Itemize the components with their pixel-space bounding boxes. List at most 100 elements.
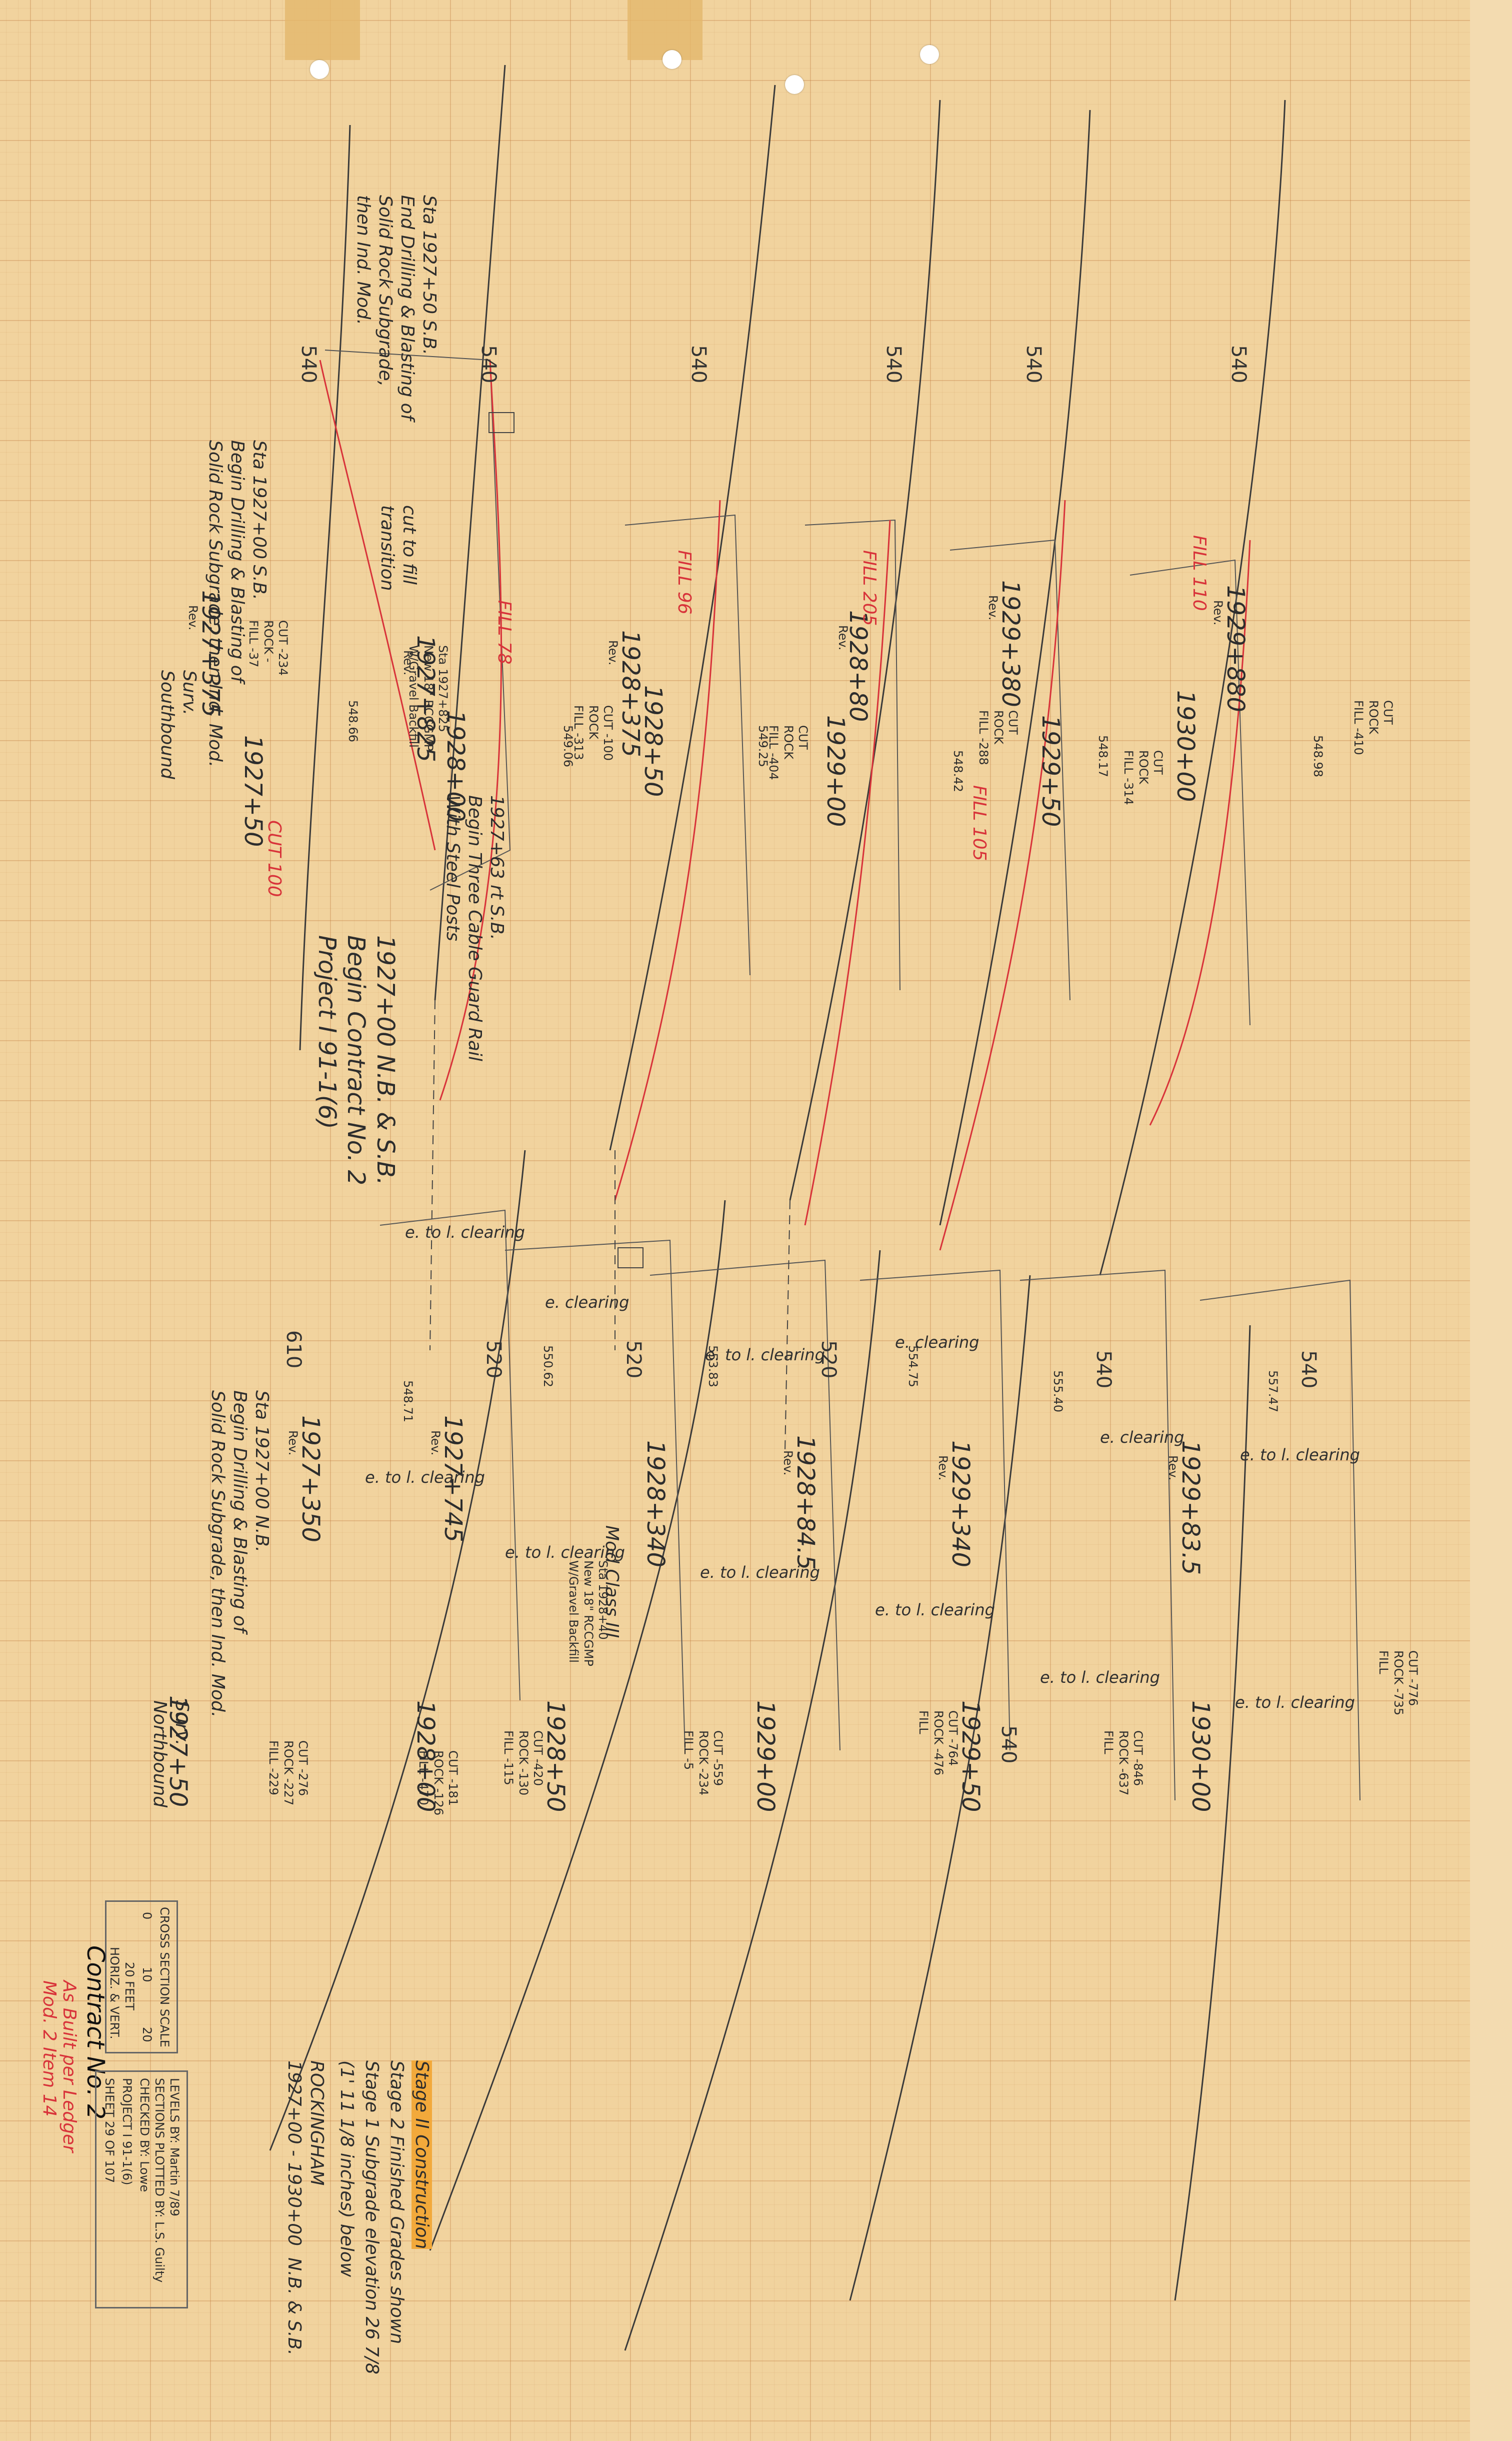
- nb-station-label: 1928+50: [542, 1700, 570, 1812]
- elevation-label-11: 540: [1297, 1350, 1320, 1389]
- sb-red-note: FILL 110: [1189, 535, 1210, 611]
- elevation-label-2: 540: [477, 345, 500, 384]
- sheet-number: SHEET 29 OF 107: [102, 2078, 116, 2183]
- sb-elevation: 548.17: [1096, 735, 1110, 777]
- nb-quantity-3: CUT -420 ROCK -130 FILL -115: [502, 1730, 545, 1796]
- nb-quantity-6: CUT -846 ROCK -637 FILL: [1102, 1730, 1145, 1796]
- nb-elevation: 548.71: [401, 1380, 415, 1422]
- nb-elevation: 555.40: [1051, 1370, 1065, 1412]
- clearing-label: e. to l. clearing: [1240, 1445, 1360, 1464]
- nb-station-sub: Rev.: [781, 1450, 795, 1476]
- nb-station-label: 1929+340: [946, 1440, 974, 1567]
- tape-strip-left: [285, 0, 360, 60]
- project-number: PROJECT I 91-1(6): [120, 2078, 134, 2185]
- sb-station-label: 1929+50: [1036, 715, 1064, 827]
- checked-by: CHECKED BY: Lowe: [138, 2078, 152, 2192]
- nb-quantity-2: CUT -181 ROCK -126 FILL -470: [416, 1750, 460, 1816]
- nb-mod-class: Mod Class III: [602, 1525, 622, 1638]
- sb-station-label: 1929+00: [822, 715, 850, 827]
- title-place: ROCKINGHAM: [306, 2060, 327, 2186]
- sb-station-label: 1930+00: [1172, 690, 1200, 802]
- elevation-label-8: 520: [482, 1340, 505, 1379]
- plotted-by: SECTIONS PLOTTED BY: L.S. Guilty: [152, 2078, 166, 2283]
- nb-station-sub: Rev.: [936, 1455, 950, 1481]
- red-margin-note-1: As Built per Ledger: [59, 1980, 80, 2153]
- sb-surv-label: Surv. Southbound: [157, 670, 200, 779]
- nb-quantity-7: CUT -776 ROCK -735 FILL: [1376, 1650, 1420, 1716]
- elevation-label-7: 540: [1092, 1350, 1115, 1389]
- sb-red-note: FILL 96: [674, 550, 694, 615]
- clearing-label: e. clearing: [895, 1333, 980, 1352]
- ground-line-sb-5: [1099, 100, 1286, 1276]
- ground-line-nb-2: [429, 1200, 726, 2251]
- ground-line-nb-3: [624, 1250, 881, 2351]
- red-margin-note-2: Mod. 2 Item 14: [39, 1980, 60, 2117]
- sb-station-label: 1928+00: [442, 710, 470, 822]
- nb-station-sub: Rev.: [286, 1430, 300, 1456]
- sb-red-note: CUT 100: [264, 820, 284, 897]
- ground-line-nb-4: [849, 1275, 1031, 2301]
- nb-begin-drilling-note: Sta 1927+00 N.B. Begin Drilling & Blasti…: [208, 1390, 272, 1718]
- nb-station-label: 1928+84.5: [792, 1435, 820, 1570]
- punch-hole-2: [662, 50, 682, 69]
- title-range: 1927+00 - 1930+00 N.B. & S.B.: [284, 2060, 304, 2355]
- sb-red-note: FILL 205: [859, 550, 880, 626]
- sb-quantity-2: CUT -100 ROCK FILL -313: [572, 705, 615, 761]
- punch-hole-4: [920, 45, 939, 64]
- sb-guard-rail-note: 1927+63 rt S.B. Begin Three Cable Guard …: [442, 795, 507, 1061]
- nb-quantity-5: CUT -764 ROCK -476 FILL: [916, 1710, 960, 1776]
- title-line-2: Stage 2 Finished Grades shown: [386, 2060, 407, 2344]
- elevation-label-9: 520: [622, 1340, 645, 1379]
- sb-end-drilling-note: Sta 1927+50 S.B. End Drilling & Blasting…: [353, 195, 440, 421]
- title-line-4: (1' 11 1/8 inches) below: [336, 2060, 357, 2277]
- title-line-1: Stage II Construction: [412, 2060, 432, 2249]
- sb-quantity-5: CUT ROCK FILL -314: [1122, 750, 1165, 805]
- elevation-label-3: 540: [687, 345, 710, 384]
- cross-section-scale-box: CROSS SECTION SCALE 0 10 20 20 FEET HORI…: [105, 1900, 178, 2053]
- nb-station-label: 1928+340: [642, 1440, 670, 1567]
- ground-line-sb-2: [609, 85, 776, 1151]
- nb-station-label: 1927+350: [296, 1415, 324, 1542]
- nb-station-label: 1929+00: [752, 1700, 780, 1812]
- nb-station-label: 1929+50: [956, 1700, 984, 1812]
- sb-quantity-4: CUT ROCK FILL -288: [976, 710, 1020, 765]
- clearing-label: e. to l. clearing: [365, 1468, 485, 1487]
- elevation-label-12: 540: [997, 1725, 1020, 1764]
- nb-elevation: 557.47: [1266, 1370, 1280, 1412]
- clearing-label: e. to l. clearing: [405, 1223, 525, 1242]
- scale-title: CROSS SECTION SCALE: [158, 1907, 172, 2047]
- clearing-label: e. to l. clearing: [700, 1563, 820, 1582]
- sb-red-note: FILL 78: [494, 600, 514, 665]
- sb-elevation: 549.25: [756, 725, 770, 767]
- clearing-label: e. clearing: [545, 1293, 630, 1312]
- elevation-label-4: 540: [882, 345, 905, 384]
- sb-station-sub: Rev.: [986, 595, 1000, 621]
- sb-station-label: 1929+880: [1222, 585, 1250, 712]
- clearing-label: e. to l. clearing: [705, 1345, 825, 1364]
- elevation-label-13: 610: [282, 1330, 305, 1369]
- title-block: Stage II Construction Stage 2 Finished G…: [284, 2060, 432, 2374]
- sb-station-label: 1927+375: [196, 590, 224, 717]
- clearing-label: e. to l. clearing: [875, 1600, 995, 1619]
- elevation-label-6: 540: [1227, 345, 1250, 384]
- ground-line-nb-1: [269, 1150, 526, 2151]
- sb-station-label: 1928+50: [639, 685, 667, 797]
- clearing-label: e. to l. clearing: [1235, 1693, 1355, 1712]
- nb-station-sub: Rev.: [1166, 1455, 1180, 1481]
- nb-station-label: 1929+83.5: [1176, 1440, 1204, 1575]
- sb-quantity-6: CUT ROCK FILL -410: [1352, 700, 1395, 755]
- scale-tick-0: 0: [140, 1912, 154, 1920]
- sb-elevation: 548.42: [951, 750, 965, 792]
- nb-station-sub: Rev.: [428, 1430, 442, 1456]
- tape-strip-center: [628, 0, 702, 60]
- ground-line-sb-3: [789, 100, 941, 1201]
- sb-elevation: 548.98: [1311, 735, 1325, 777]
- ground-line-sb-6: [299, 125, 351, 1051]
- elevation-label-5: 540: [1022, 345, 1045, 384]
- sb-elevation: 548.66: [346, 700, 360, 742]
- sb-station-sub: Rev.: [186, 605, 200, 631]
- sb-station-sub: Rev.: [836, 625, 850, 651]
- sb-station-sub: Rev.: [401, 650, 415, 676]
